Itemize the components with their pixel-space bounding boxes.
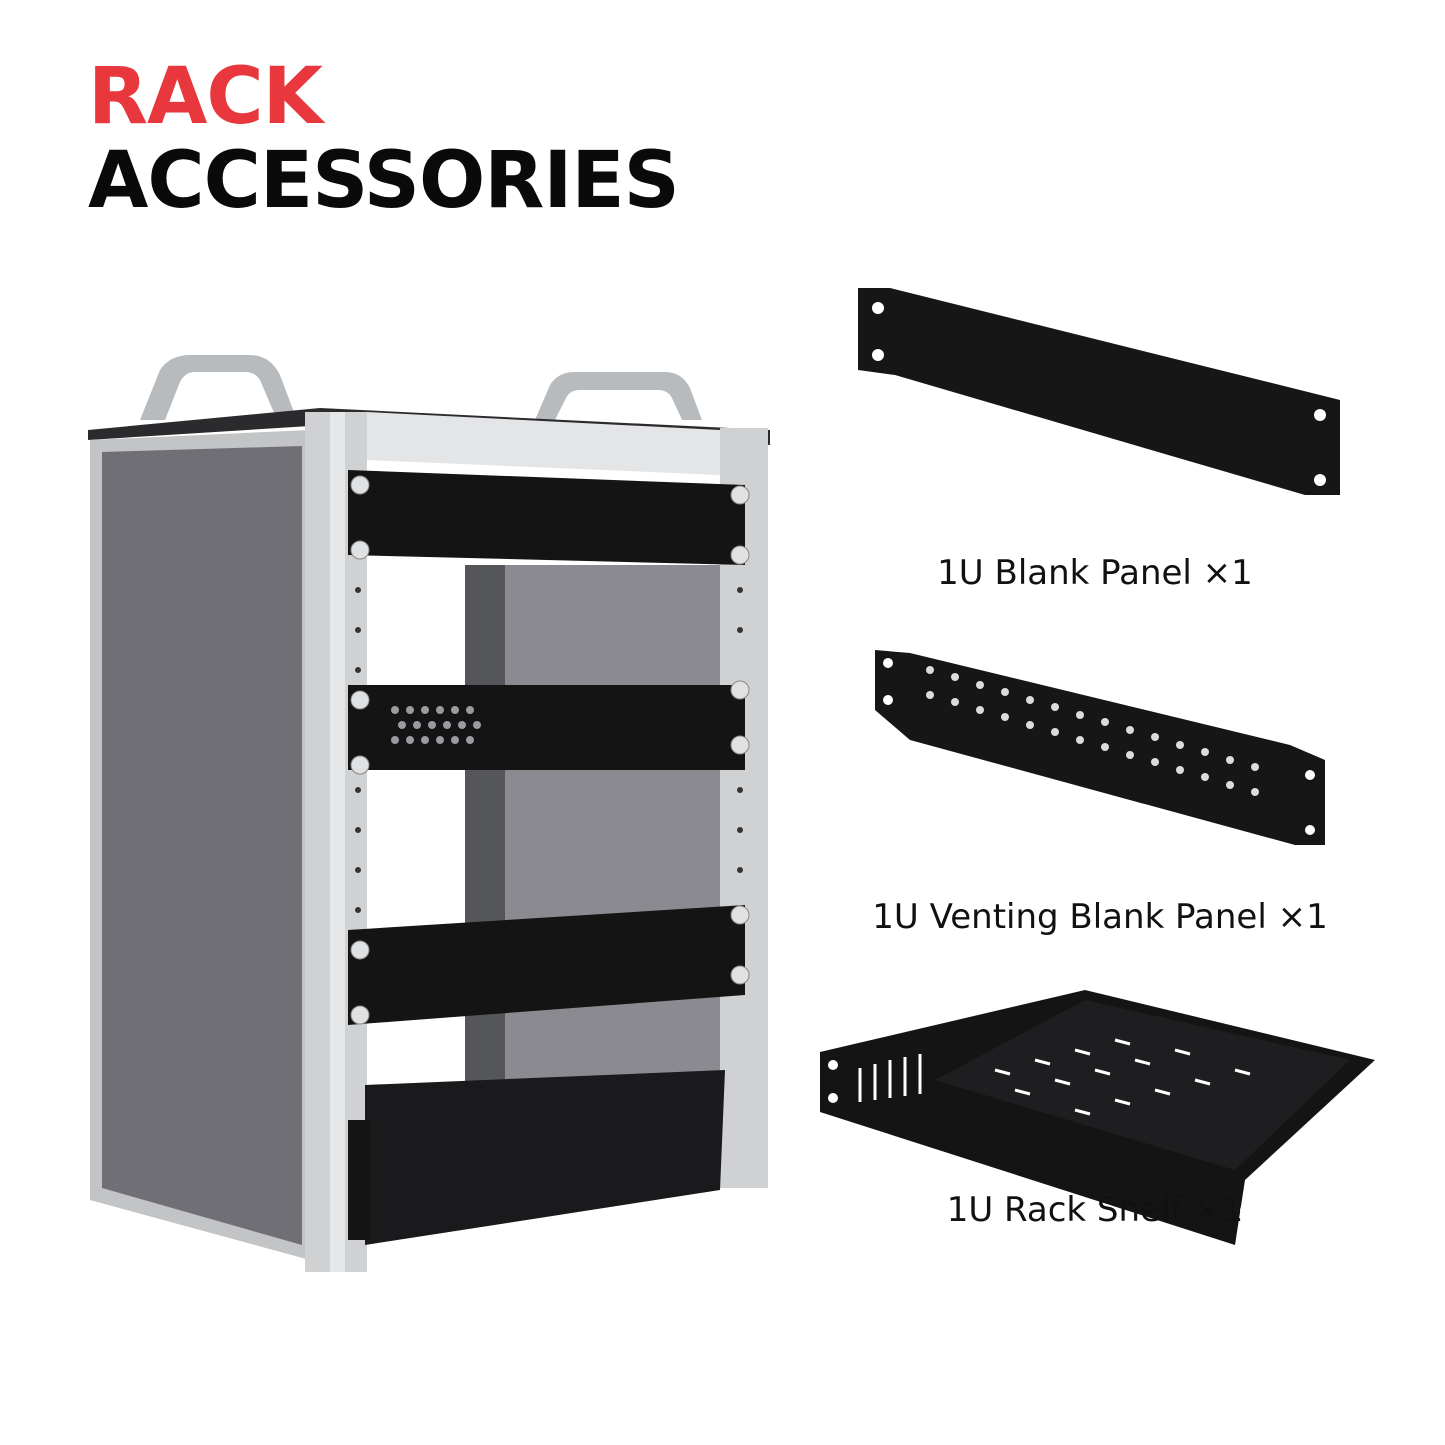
rack-cabinet-icon — [88, 355, 770, 1272]
venting-panel-icon — [875, 650, 1325, 845]
heading-rack: RACK — [88, 52, 323, 142]
rack-shelf-icon — [820, 990, 1375, 1245]
caption-blank-panel: 1U Blank Panel ×1 — [937, 553, 1253, 593]
caption-rack-shelf: 1U Rack Shelf ×1 — [946, 1190, 1244, 1230]
heading-accessories: ACCESSORIES — [88, 136, 680, 226]
blank-panel-icon — [858, 288, 1340, 495]
caption-venting-panel: 1U Venting Blank Panel ×1 — [872, 897, 1328, 937]
